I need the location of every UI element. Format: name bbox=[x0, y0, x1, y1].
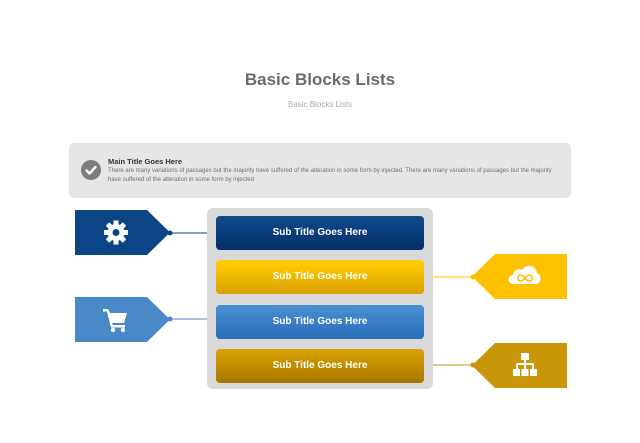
info-box: Main Title Goes Here There are many vari… bbox=[69, 143, 571, 198]
tag-cloud bbox=[472, 254, 567, 299]
info-title: Main Title Goes Here bbox=[108, 157, 183, 166]
block-1: Sub Title Goes Here bbox=[216, 216, 424, 250]
block-3: Sub Title Goes Here bbox=[216, 305, 424, 339]
block-4: Sub Title Goes Here bbox=[216, 349, 424, 383]
info-text: There are many variations of passages bu… bbox=[108, 168, 552, 183]
cloud-infinity-icon bbox=[508, 265, 541, 284]
block-2: Sub Title Goes Here bbox=[216, 260, 424, 294]
shopping-cart-icon bbox=[103, 309, 127, 333]
tag-hierarchy bbox=[472, 343, 567, 388]
page-title: Basic Blocks Lists bbox=[244, 70, 396, 89]
page-subtitle: Basic Blocks Lists bbox=[287, 100, 353, 109]
gear-icon bbox=[104, 220, 128, 245]
hierarchy-icon bbox=[513, 353, 537, 376]
tag-cart bbox=[75, 297, 170, 342]
check-circle-icon bbox=[81, 160, 101, 180]
tag-gear bbox=[75, 210, 170, 255]
blocks-panel: Sub Title Goes Here Sub Title Goes Here … bbox=[207, 208, 433, 389]
